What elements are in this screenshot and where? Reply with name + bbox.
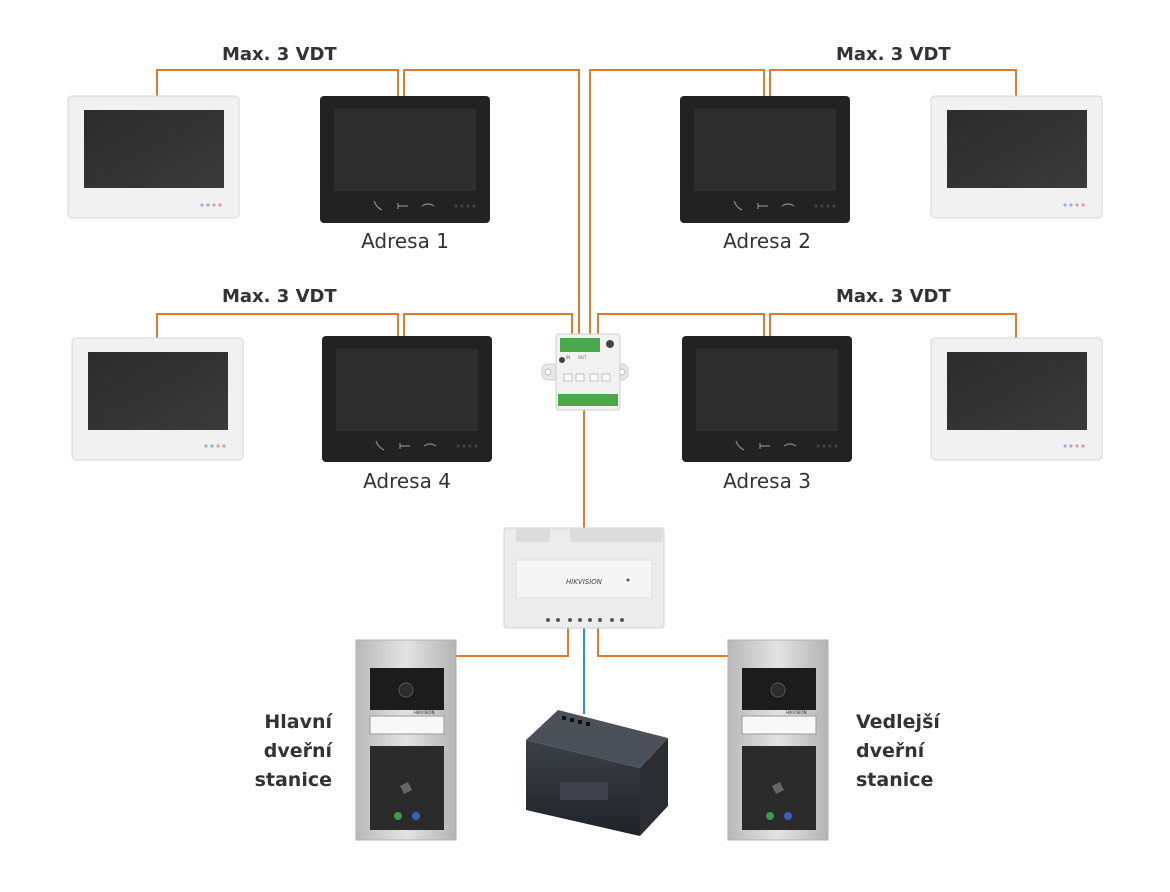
address-label-3: Adresa 3 [723,469,811,493]
monitor-black-address-3 [682,336,852,462]
monitor-white-top-left [67,95,240,219]
call-button-icon [394,812,402,820]
door-station-main: HIKVISION [355,639,457,841]
unlock-icon [781,203,795,207]
key-icon [757,203,768,209]
controller-module: HIKVISION [503,527,665,629]
distributor-module: IN OUT [541,333,629,411]
distributor-out-label: OUT [578,355,587,360]
max-vdt-label-mid-right: Max. 3 VDT [836,286,951,307]
power-supply-unit [526,710,668,836]
door-station-secondary: HIKVISION [727,639,829,841]
monitor-white-mid-right [930,337,1103,461]
main-door-station-label: Hlavní dveřní stanice [236,708,332,795]
key-icon [759,443,770,449]
address-label-1: Adresa 1 [361,229,449,253]
handset-icon [735,440,745,451]
door-station-secondary-brand: HIKVISION [786,710,807,715]
secondary-station-line-1: Vedlejší [856,711,940,733]
max-vdt-label-mid-left: Max. 3 VDT [222,286,337,307]
main-station-line-3: stanice [254,769,332,791]
handset-icon [733,200,743,211]
call-button-icon [766,812,774,820]
card-reader-icon [400,782,412,794]
monitor-black-address-2 [680,96,850,223]
distributor-in-label: IN [566,355,570,360]
secondary-station-line-2: dveřní [856,740,925,762]
cable-mid-left-monitors [156,313,399,338]
door-station-main-brand: HIKVISION [414,710,435,715]
terminal-block-bottom [558,394,618,406]
unlock-icon [421,203,435,207]
main-station-line-1: Hlavní [264,711,332,733]
monitor-black-address-1 [320,96,490,223]
camera-icon [770,682,786,698]
handset-icon [373,200,383,211]
address-label-2: Adresa 2 [723,229,811,253]
monitor-black-address-4 [322,336,492,462]
key-icon [397,203,408,209]
address-label-4: Adresa 4 [363,469,451,493]
monitor-white-top-right [930,95,1103,219]
key-icon [399,443,410,449]
unlock-icon [423,443,437,447]
card-reader-icon [772,782,784,794]
cable-address4-to-distributor [403,313,573,338]
handset-icon [375,440,385,451]
cable-top-right-monitors [769,69,1017,96]
max-vdt-label-top-left: Max. 3 VDT [222,44,337,65]
cable-address1-to-distributor [403,69,580,338]
cable-address3-to-distributor [597,313,765,338]
orange-cables [156,69,1017,657]
cable-address2-to-distributor [589,69,765,338]
terminal-block-top [560,338,600,352]
monitor-white-mid-left [71,337,244,461]
secondary-station-line-3: stanice [856,769,934,791]
secondary-door-station-label: Vedlejší dveřní stanice [856,708,966,795]
cable-controller-to-main-station [456,628,569,657]
controller-brand: HIKVISION [566,578,603,586]
unlock-icon [783,443,797,447]
cable-mid-right-monitors [769,313,1017,338]
cable-controller-to-secondary-station [597,628,728,657]
main-station-line-2: dveřní [263,740,332,762]
camera-icon [398,682,414,698]
button-row-icon [200,203,222,207]
cable-top-left-monitors [156,69,399,96]
max-vdt-label-top-right: Max. 3 VDT [836,44,951,65]
